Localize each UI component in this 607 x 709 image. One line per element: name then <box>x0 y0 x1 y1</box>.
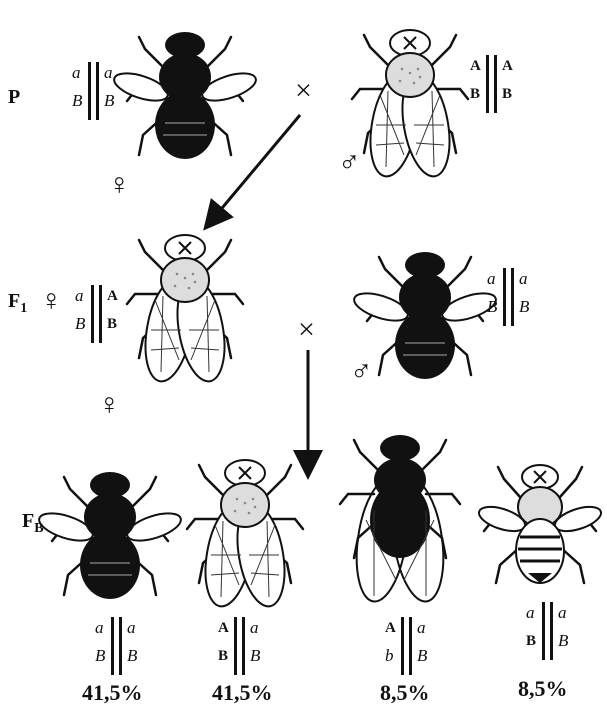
genotype-p-female: a B a B <box>72 62 126 120</box>
gen-label-fb: FB <box>22 510 44 537</box>
male-symbol-f1: ♂ <box>350 357 373 387</box>
allele: B <box>75 315 85 333</box>
allele: A <box>385 619 396 637</box>
percent-fb-4: 8,5% <box>518 676 568 702</box>
fly-f1-male <box>351 252 499 379</box>
allele: B <box>104 92 114 110</box>
fly-fb-1 <box>36 472 184 599</box>
fly-fb-3 <box>340 435 460 605</box>
percent-fb-2: 41,5% <box>212 680 273 706</box>
fly-p-female <box>111 32 259 159</box>
chromosome-bar <box>91 285 94 343</box>
allele: B <box>470 85 480 103</box>
fly-fb-2 <box>187 460 303 610</box>
allele: a <box>95 619 104 637</box>
chromosome-bar <box>96 62 99 120</box>
allele: a <box>526 604 535 622</box>
fly-p-male <box>352 30 468 180</box>
gen-label-p: P <box>8 86 20 109</box>
allele: A <box>107 287 118 305</box>
allele: B <box>95 647 105 665</box>
female-symbol-f1-lower: ♀ <box>98 390 121 420</box>
arrow-p-to-f1 <box>207 115 300 226</box>
allele: B <box>519 298 529 316</box>
allele: a <box>417 619 426 637</box>
allele: A <box>218 619 229 637</box>
chromosome-bar <box>511 268 514 326</box>
allele: A <box>470 57 481 75</box>
fly-fb-4 <box>476 465 604 583</box>
allele: B <box>72 92 82 110</box>
chromosome-bar <box>234 617 237 675</box>
genotype-f1-female: a B A B <box>75 285 129 343</box>
genotype-fb-1: a B a B <box>95 617 149 675</box>
genotype-fb-3: A b a B <box>385 617 439 675</box>
chromosome-bar <box>99 285 102 343</box>
gen-label-f1: F1 <box>8 290 27 317</box>
female-symbol-p: ♀ <box>108 170 131 200</box>
allele: B <box>417 647 427 665</box>
chromosome-bar <box>119 617 122 675</box>
allele: a <box>519 270 528 288</box>
genotype-fb-4: a B a B <box>526 602 580 660</box>
allele: B <box>526 632 536 650</box>
allele: a <box>558 604 567 622</box>
chromosome-bar <box>550 602 553 660</box>
chromosome-bar <box>401 617 404 675</box>
allele: B <box>487 298 497 316</box>
allele: B <box>218 647 228 665</box>
female-symbol-f1: ♀ <box>40 286 63 316</box>
chromosome-bar <box>111 617 114 675</box>
allele: B <box>250 647 260 665</box>
chromosome-bar <box>88 62 91 120</box>
allele: a <box>72 64 81 82</box>
cross-symbol-p: × <box>295 76 312 106</box>
chromosome-bar <box>486 55 489 113</box>
genotype-f1-male: a B a B <box>487 268 541 326</box>
chromosome-bar <box>542 602 545 660</box>
chromosome-bar <box>242 617 245 675</box>
allele: A <box>502 57 513 75</box>
fly-f1-female <box>127 235 243 385</box>
percent-fb-1: 41,5% <box>82 680 143 706</box>
allele: B <box>107 315 117 333</box>
chromosome-bar <box>409 617 412 675</box>
allele: a <box>75 287 84 305</box>
allele: B <box>127 647 137 665</box>
cross-symbol-f1: × <box>298 315 315 345</box>
genotype-fb-2: A B a B <box>218 617 272 675</box>
allele: B <box>502 85 512 103</box>
allele: a <box>104 64 113 82</box>
allele: a <box>127 619 136 637</box>
genotype-p-male: A B A B <box>470 55 524 113</box>
percent-fb-3: 8,5% <box>380 680 430 706</box>
chromosome-bar <box>503 268 506 326</box>
allele: a <box>250 619 259 637</box>
allele: a <box>487 270 496 288</box>
allele: b <box>385 647 394 665</box>
chromosome-bar <box>494 55 497 113</box>
allele: B <box>558 632 568 650</box>
male-symbol-p: ♂ <box>338 148 361 178</box>
